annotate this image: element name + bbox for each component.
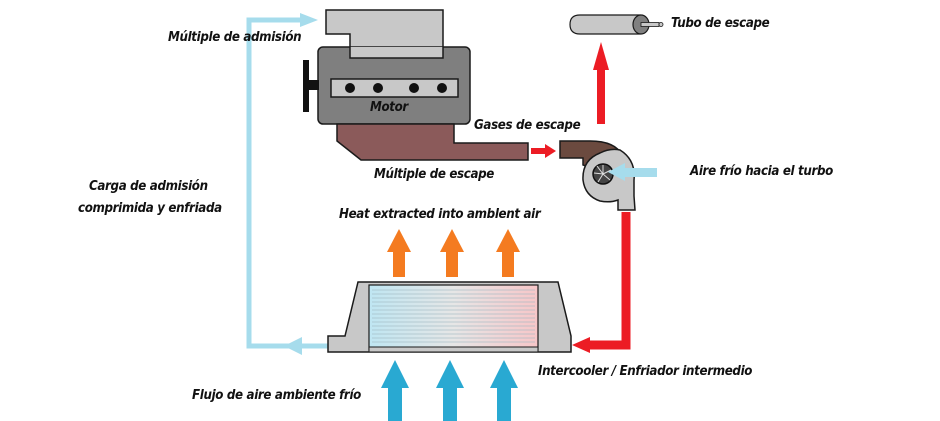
label-engine: Motor: [370, 99, 408, 115]
label-exhaust-gases: Gases de escape: [474, 117, 581, 133]
exhaust-manifold: [336, 123, 529, 161]
heat-arrow: [496, 229, 520, 277]
tailpipe: [569, 14, 664, 35]
label-charge-line1: Carga de admisión: [89, 178, 208, 194]
cylinder: [345, 83, 355, 93]
exhaust-flow-arrow: [531, 144, 556, 158]
label-intake-manifold: Múltiple de admisión: [168, 29, 302, 45]
ambient-arrow: [381, 360, 409, 421]
exhaust-to-tailpipe-arrow: [593, 42, 609, 124]
cylinder: [373, 83, 383, 93]
label-charge-line2: comprimida y enfriada: [78, 200, 222, 216]
heat-arrow: [387, 229, 411, 277]
cylinder: [437, 83, 447, 93]
ambient-arrow: [490, 360, 518, 421]
ambient-arrow: [436, 360, 464, 421]
cold-air-inlet-arrow: [608, 163, 657, 181]
label-ambient-flow: Flujo de aire ambiente frío: [192, 387, 361, 403]
arrow-from-intercooler: [284, 337, 302, 355]
charge-air-line: [246, 13, 330, 355]
heat-arrows: [387, 229, 520, 277]
label-cold-air-turbo: Aire frío hacia el turbo: [690, 163, 833, 179]
label-heat-extracted: Heat extracted into amblent air: [339, 206, 541, 222]
engine: [303, 46, 471, 125]
label-exhaust-manifold: Múltiple de escape: [374, 166, 494, 182]
heat-arrow: [440, 229, 464, 277]
turbocharger: [559, 140, 636, 211]
hot-charge-line: [572, 212, 631, 353]
label-intercooler: Intercooler / Enfriador intermedio: [538, 363, 753, 379]
arrow-to-intake: [300, 13, 318, 27]
intercooler: [327, 281, 572, 353]
ambient-air-arrows: [381, 360, 518, 421]
cylinder: [409, 83, 419, 93]
label-tailpipe: Tubo de escape: [671, 15, 770, 31]
